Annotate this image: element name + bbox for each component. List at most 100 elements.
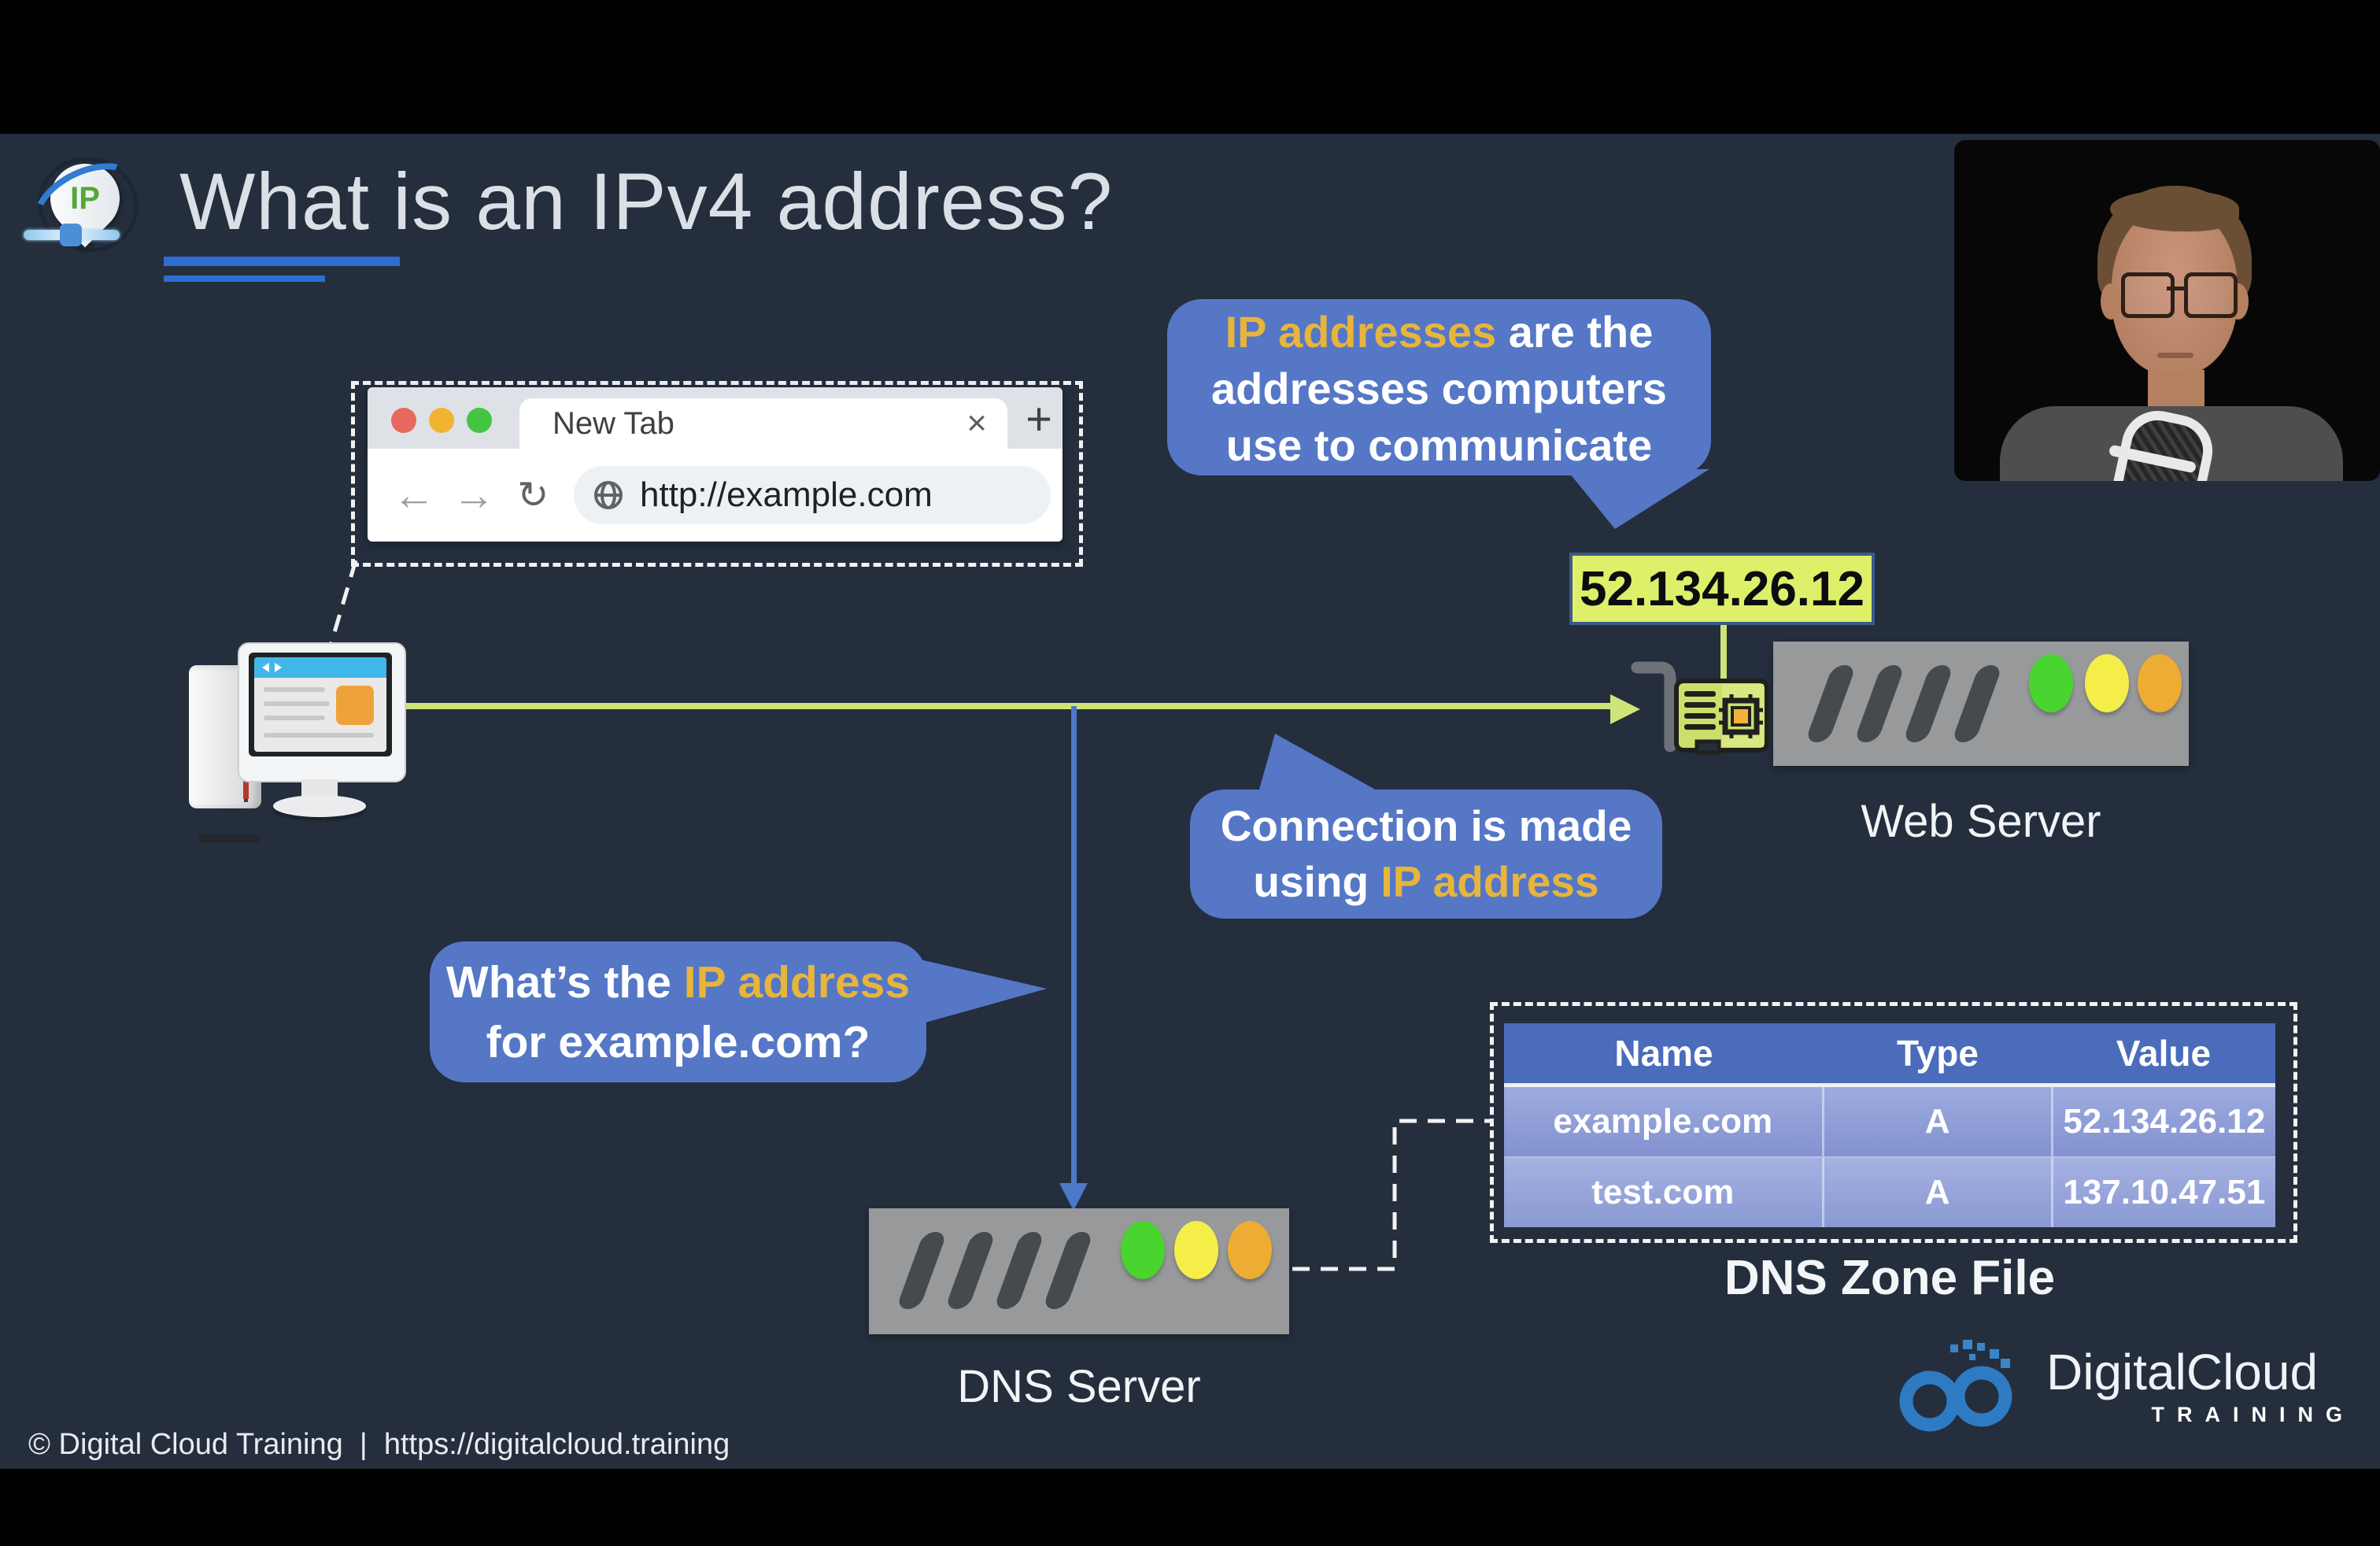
nic-slot-notch (1694, 739, 1721, 755)
dns-server-label: DNS Server (957, 1361, 1201, 1412)
bubble-line: for example.com? (486, 1016, 870, 1067)
status-light-green (2029, 654, 2073, 712)
status-light-orange (2138, 654, 2182, 712)
webpage-image-placeholder (336, 686, 374, 725)
cell-name: test.com (1591, 1173, 1735, 1211)
presenter-glasses (2121, 272, 2175, 318)
column-header-type: Type (1897, 1033, 1979, 1074)
server-slash (1805, 665, 1857, 742)
webpage-text-line (264, 716, 325, 720)
minimize-window-icon[interactable] (429, 408, 454, 433)
cell-value: 137.10.47.51 (2050, 1158, 2275, 1227)
bubble-text: What’s the (445, 956, 684, 1008)
presenter-fringe (2110, 190, 2239, 231)
webpage-text-line (264, 733, 374, 738)
letterbox-bottom (0, 1469, 2380, 1546)
status-light-green (1121, 1221, 1165, 1279)
cell-type: A (1821, 1158, 2051, 1227)
browser-toolbar: ← → ↻ http://example.com (368, 449, 1062, 542)
ip-address-label: 52.134.26.12 (1569, 553, 1875, 625)
webpage-header (254, 657, 386, 678)
ip-logo: IP (20, 144, 157, 265)
bubble-line: using IP address (1190, 854, 1662, 910)
globe-icon (594, 481, 623, 509)
dns-zone-table: Name Type Value example.com A 52.134.26.… (1504, 1023, 2275, 1227)
address-bar[interactable]: http://example.com (574, 466, 1051, 524)
browser-tab-bar: New Tab × + (368, 387, 1062, 449)
highlight-text: IP addresses (1225, 306, 1497, 357)
new-tab-button[interactable]: + (1026, 393, 1052, 445)
back-icon[interactable]: ← (393, 472, 435, 519)
server-slash (896, 1232, 948, 1309)
server-slash (1902, 665, 1954, 742)
bubble-tail-ip-addresses (1566, 469, 1709, 529)
maximize-window-icon[interactable] (467, 408, 492, 433)
webpage-thumbnail (254, 657, 386, 752)
close-window-icon[interactable] (391, 408, 416, 433)
cell-type: A (1821, 1087, 2051, 1156)
server-slash (993, 1232, 1045, 1309)
dns-query-arrowhead (1059, 1183, 1088, 1211)
browser-callout-dash (328, 560, 358, 646)
bubble-line: addresses computers (1211, 363, 1667, 413)
presenter-glasses (2184, 272, 2238, 318)
presenter-face (2112, 206, 2238, 375)
server-slash (944, 1232, 996, 1309)
zone-table-header: Name Type Value (1504, 1023, 2275, 1087)
server-slash (1951, 665, 2003, 742)
nic-chip-pins (1719, 694, 1763, 738)
bubble-tail-whats (917, 959, 1047, 1025)
forward-icon[interactable]: → (453, 472, 495, 519)
request-arrowhead (1610, 694, 1640, 724)
speech-bubble-connection: Connection is made using IP address (1190, 790, 1662, 919)
webpage-text-line (264, 687, 325, 692)
presenter-mouth (2157, 353, 2193, 358)
reload-icon[interactable]: ↻ (517, 475, 549, 516)
server-slash (1853, 665, 1905, 742)
client-computer-icon (185, 638, 413, 843)
bubble-line: use to communicate (1225, 420, 1653, 470)
letterbox-top (0, 0, 2380, 134)
nic-vent-line (1684, 713, 1716, 719)
presenter-glasses-bridge (2167, 287, 2184, 290)
bubble-text: using (1253, 857, 1381, 906)
logo-slider-knob (60, 224, 82, 246)
title-underline-short (164, 276, 325, 282)
web-server-icon (1773, 642, 2189, 766)
column-header-value: Value (2116, 1033, 2212, 1074)
request-line-green (394, 703, 1612, 709)
status-light-orange (1228, 1221, 1272, 1279)
bubble-line: Connection is made (1220, 801, 1632, 850)
browser-callout-box (351, 381, 1083, 567)
nic-vent-line (1684, 724, 1716, 730)
bubble-text: are the (1496, 306, 1654, 357)
brand-name: DigitalCloud (2046, 1344, 2319, 1400)
cloud-infinity-icon (1899, 1340, 2012, 1432)
highlight-text: IP address (683, 956, 911, 1008)
column-header-name: Name (1614, 1033, 1713, 1074)
dns-server-icon (869, 1208, 1289, 1334)
zonefile-callout-box (1490, 1002, 2297, 1243)
nic-chip-core (1731, 706, 1751, 727)
cell-name: example.com (1553, 1102, 1773, 1141)
copyright-footer: © Digital Cloud Training | https://digit… (28, 1428, 730, 1461)
network-card-icon (1631, 661, 1769, 755)
slide-title: What is an IPv4 address? (179, 157, 1114, 246)
zonefile-callout-dash (1292, 1119, 1490, 1271)
bubble-line: IP addresses are the (1167, 304, 1711, 361)
status-light-yellow (2085, 654, 2129, 712)
highlight-text: IP address (1380, 857, 1599, 906)
monitor-screen (249, 653, 392, 756)
speech-bubble-ip-addresses: IP addresses are the addresses computers… (1167, 299, 1711, 475)
server-slash (1042, 1232, 1094, 1309)
browser-tab[interactable]: New Tab × (519, 398, 1007, 449)
title-underline (164, 257, 400, 266)
status-light-yellow (1174, 1221, 1218, 1279)
cell-value: 52.134.26.12 (2050, 1087, 2275, 1156)
digitalcloud-logo: DigitalCloud TRAINING (1881, 1330, 2377, 1444)
dns-query-line-blue (1071, 706, 1077, 1186)
nic-vent-line (1684, 702, 1716, 708)
tab-close-icon[interactable]: × (966, 404, 987, 442)
